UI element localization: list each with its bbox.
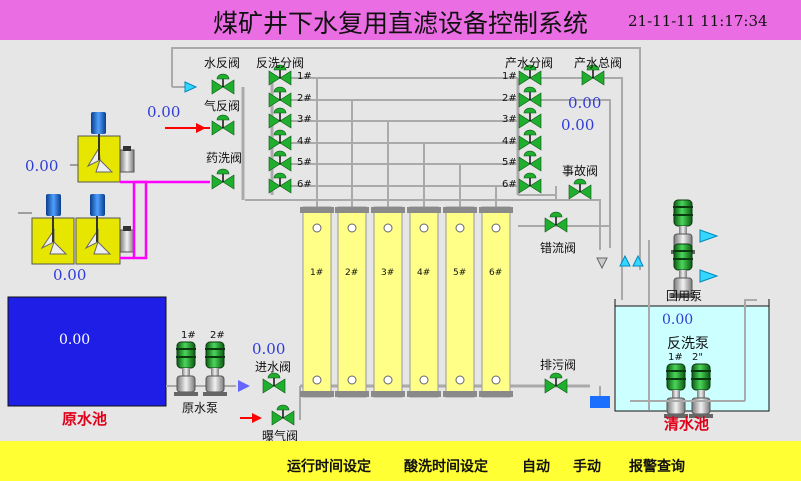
row-2-right: 2#	[502, 93, 517, 104]
row-3-right: 3#	[502, 114, 517, 125]
valve-product-split-4[interactable]	[518, 129, 542, 151]
label-bypass: 错流阀	[540, 241, 577, 255]
filter-bank	[300, 206, 513, 398]
menu-manual[interactable]: 手动	[573, 459, 601, 475]
raw-pump-1[interactable]	[173, 341, 199, 397]
menu-run-time[interactable]: 运行时间设定	[287, 459, 371, 475]
raw-pump-2[interactable]	[202, 341, 228, 397]
valve-inlet[interactable]	[262, 372, 286, 394]
valve-product-split-5[interactable]	[518, 150, 542, 172]
valve-aeration[interactable]	[271, 404, 295, 426]
footer-menu: 运行时间设定 酸洗时间设定 自动 手动 报警查询	[0, 441, 801, 481]
filter-4-tag: 4#	[417, 268, 431, 278]
row-1-right: 1#	[502, 71, 517, 82]
label-backwash-split: 反洗分阀	[256, 56, 305, 70]
menu-acid-time[interactable]: 酸洗时间设定	[404, 459, 488, 475]
label-product-main: 产水总阀	[574, 56, 623, 70]
filter-6-tag: 6#	[489, 268, 503, 278]
menu-alarm[interactable]: 报警查询	[629, 459, 685, 475]
row-4-right: 4#	[502, 136, 517, 147]
label-emergency: 事故阀	[562, 164, 599, 178]
label-inlet: 进水阀	[255, 360, 292, 374]
row-6-right: 6#	[502, 179, 517, 190]
label-water-backwash: 水反阀	[204, 56, 241, 70]
product-flow-1: 0.00	[568, 94, 602, 112]
page-title: 煤矿井下水复用直滤设备控制系统	[212, 9, 588, 38]
valve-chemical-wash[interactable]	[211, 168, 235, 190]
row-5-right: 5#	[502, 157, 517, 168]
label-aeration: 曝气阀	[262, 429, 299, 443]
valve-product-split-3[interactable]	[518, 107, 542, 129]
raw-pump-1-label: 1#	[181, 330, 196, 341]
valve-emergency[interactable]	[568, 178, 592, 200]
raw-water-tank	[7, 296, 167, 407]
dosing-level-1: 0.00	[25, 157, 59, 175]
raw-pump-2-label: 2#	[210, 330, 225, 341]
menu-auto[interactable]: 自动	[522, 459, 550, 475]
dosing-tank-top	[77, 112, 135, 183]
raw-tank-label: 原水池	[62, 410, 108, 428]
label-product-split: 产水分阀	[505, 56, 554, 70]
dosing-tank-left	[31, 194, 75, 265]
inlet-flow-value: 0.00	[252, 340, 286, 358]
valve-bypass[interactable]	[544, 211, 568, 233]
row-2-left: 2#	[297, 93, 312, 104]
return-pump-label: 回用泵	[666, 289, 703, 303]
row-3-left: 3#	[297, 114, 312, 125]
row-6-left: 6#	[297, 179, 312, 190]
air-flow-value: 0.00	[147, 103, 181, 121]
product-flow-2: 0.00	[561, 116, 595, 134]
filter-5-tag: 5#	[453, 268, 467, 278]
valve-air-backwash[interactable]	[211, 114, 235, 136]
valve-water-backwash[interactable]	[211, 73, 235, 95]
filter-2-tag: 2#	[345, 268, 359, 278]
backwash-pump-1-label: 1#	[668, 352, 683, 363]
row-4-left: 4#	[297, 136, 312, 147]
row-5-left: 5#	[297, 157, 312, 168]
backwash-pump-2-label: 2"	[692, 352, 703, 363]
datetime-display: 21-11-11 11:17:34	[628, 12, 768, 30]
label-drain: 排污阀	[540, 358, 577, 372]
clear-tank-level: 0.00	[662, 312, 694, 328]
valve-drain[interactable]	[544, 372, 568, 394]
label-air-backwash: 气反阀	[204, 99, 241, 113]
filter-1-tag: 1#	[310, 268, 324, 278]
valve-product-split-2[interactable]	[518, 86, 542, 108]
header-bar	[0, 0, 801, 40]
clear-water-tank	[614, 305, 770, 412]
dosing-level-2: 0.00	[53, 266, 87, 284]
raw-pump-label: 原水泵	[182, 401, 219, 415]
valve-product-split-6[interactable]	[518, 172, 542, 194]
row-1-left: 1#	[297, 71, 312, 82]
filter-3-tag: 3#	[381, 268, 395, 278]
backwash-pump-label: 反洗泵	[667, 336, 709, 352]
raw-tank-level: 0.00	[59, 332, 91, 348]
label-chemical-wash: 药洗阀	[206, 151, 243, 165]
clear-tank-label: 清水池	[664, 415, 710, 433]
dosing-tank-right	[75, 194, 135, 265]
